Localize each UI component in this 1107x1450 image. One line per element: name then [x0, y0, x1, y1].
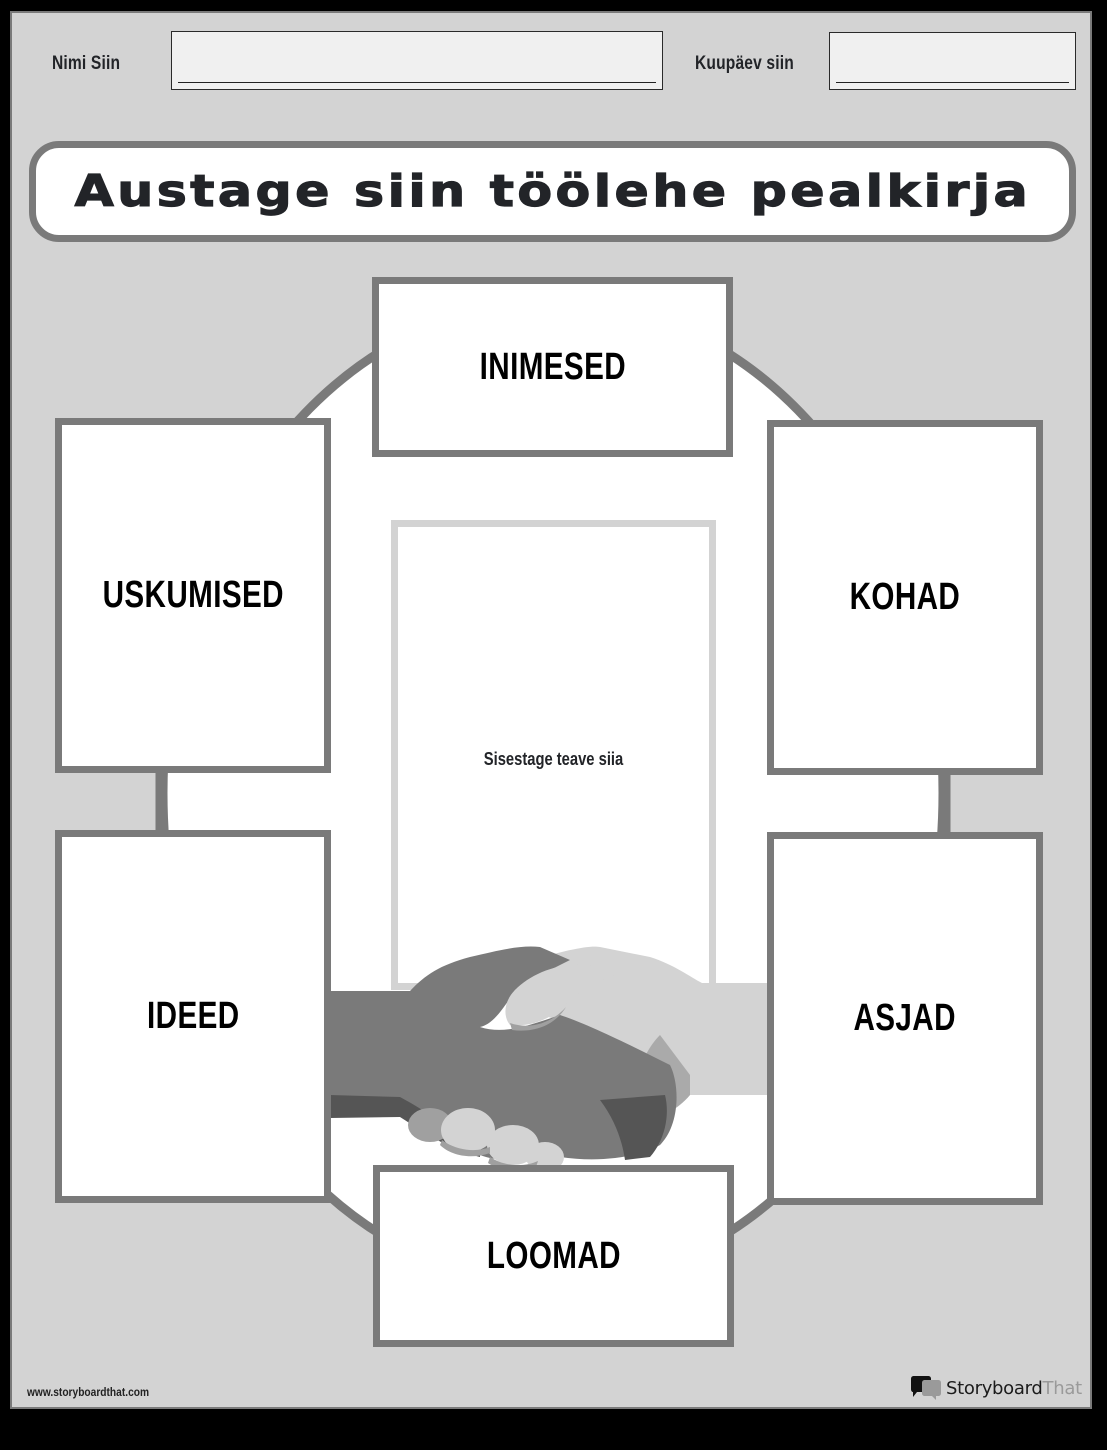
- storyboardthat-logo[interactable]: StoryboardThat: [909, 1375, 1082, 1401]
- date-field[interactable]: [829, 32, 1076, 90]
- worksheet-page: Nimi Siin Kuupäev siin Austage siin tööl…: [10, 11, 1092, 1409]
- box-label-uskumised: USKUMISED: [102, 574, 284, 616]
- box-inimesed[interactable]: INIMESED: [372, 277, 733, 457]
- center-placeholder: Sisestage teave siia: [483, 749, 624, 769]
- date-label: Kuupäev siin: [695, 53, 794, 74]
- box-loomad[interactable]: LOOMAD: [373, 1165, 734, 1347]
- brand-main: Storyboard: [946, 1377, 1043, 1399]
- box-label-inimesed: INIMESED: [479, 345, 626, 388]
- worksheet-title: Austage siin töölehe pealkirja: [74, 165, 1031, 217]
- box-kohad[interactable]: KOHAD: [767, 420, 1043, 775]
- box-asjad[interactable]: ASJAD: [767, 832, 1043, 1205]
- name-underline: [178, 81, 656, 83]
- date-underline: [836, 81, 1069, 83]
- box-label-loomad: LOOMAD: [486, 1234, 621, 1277]
- title-box[interactable]: Austage siin töölehe pealkirja: [29, 141, 1076, 242]
- center-info-box[interactable]: Sisestage teave siia: [391, 520, 716, 990]
- speech-bubbles-icon: [911, 1376, 941, 1400]
- brand-accent: That: [1042, 1377, 1083, 1399]
- name-label: Nimi Siin: [52, 53, 121, 74]
- box-ideed[interactable]: IDEED: [55, 830, 331, 1203]
- box-uskumised[interactable]: USKUMISED: [55, 418, 331, 773]
- box-label-ideed: IDEED: [146, 995, 240, 1037]
- name-field[interactable]: [171, 31, 663, 90]
- handshake-icon: [330, 946, 770, 1172]
- box-label-kohad: KOHAD: [849, 576, 961, 618]
- box-label-asjad: ASJAD: [853, 997, 957, 1039]
- footer-url[interactable]: www.storyboardthat.com: [27, 1385, 150, 1399]
